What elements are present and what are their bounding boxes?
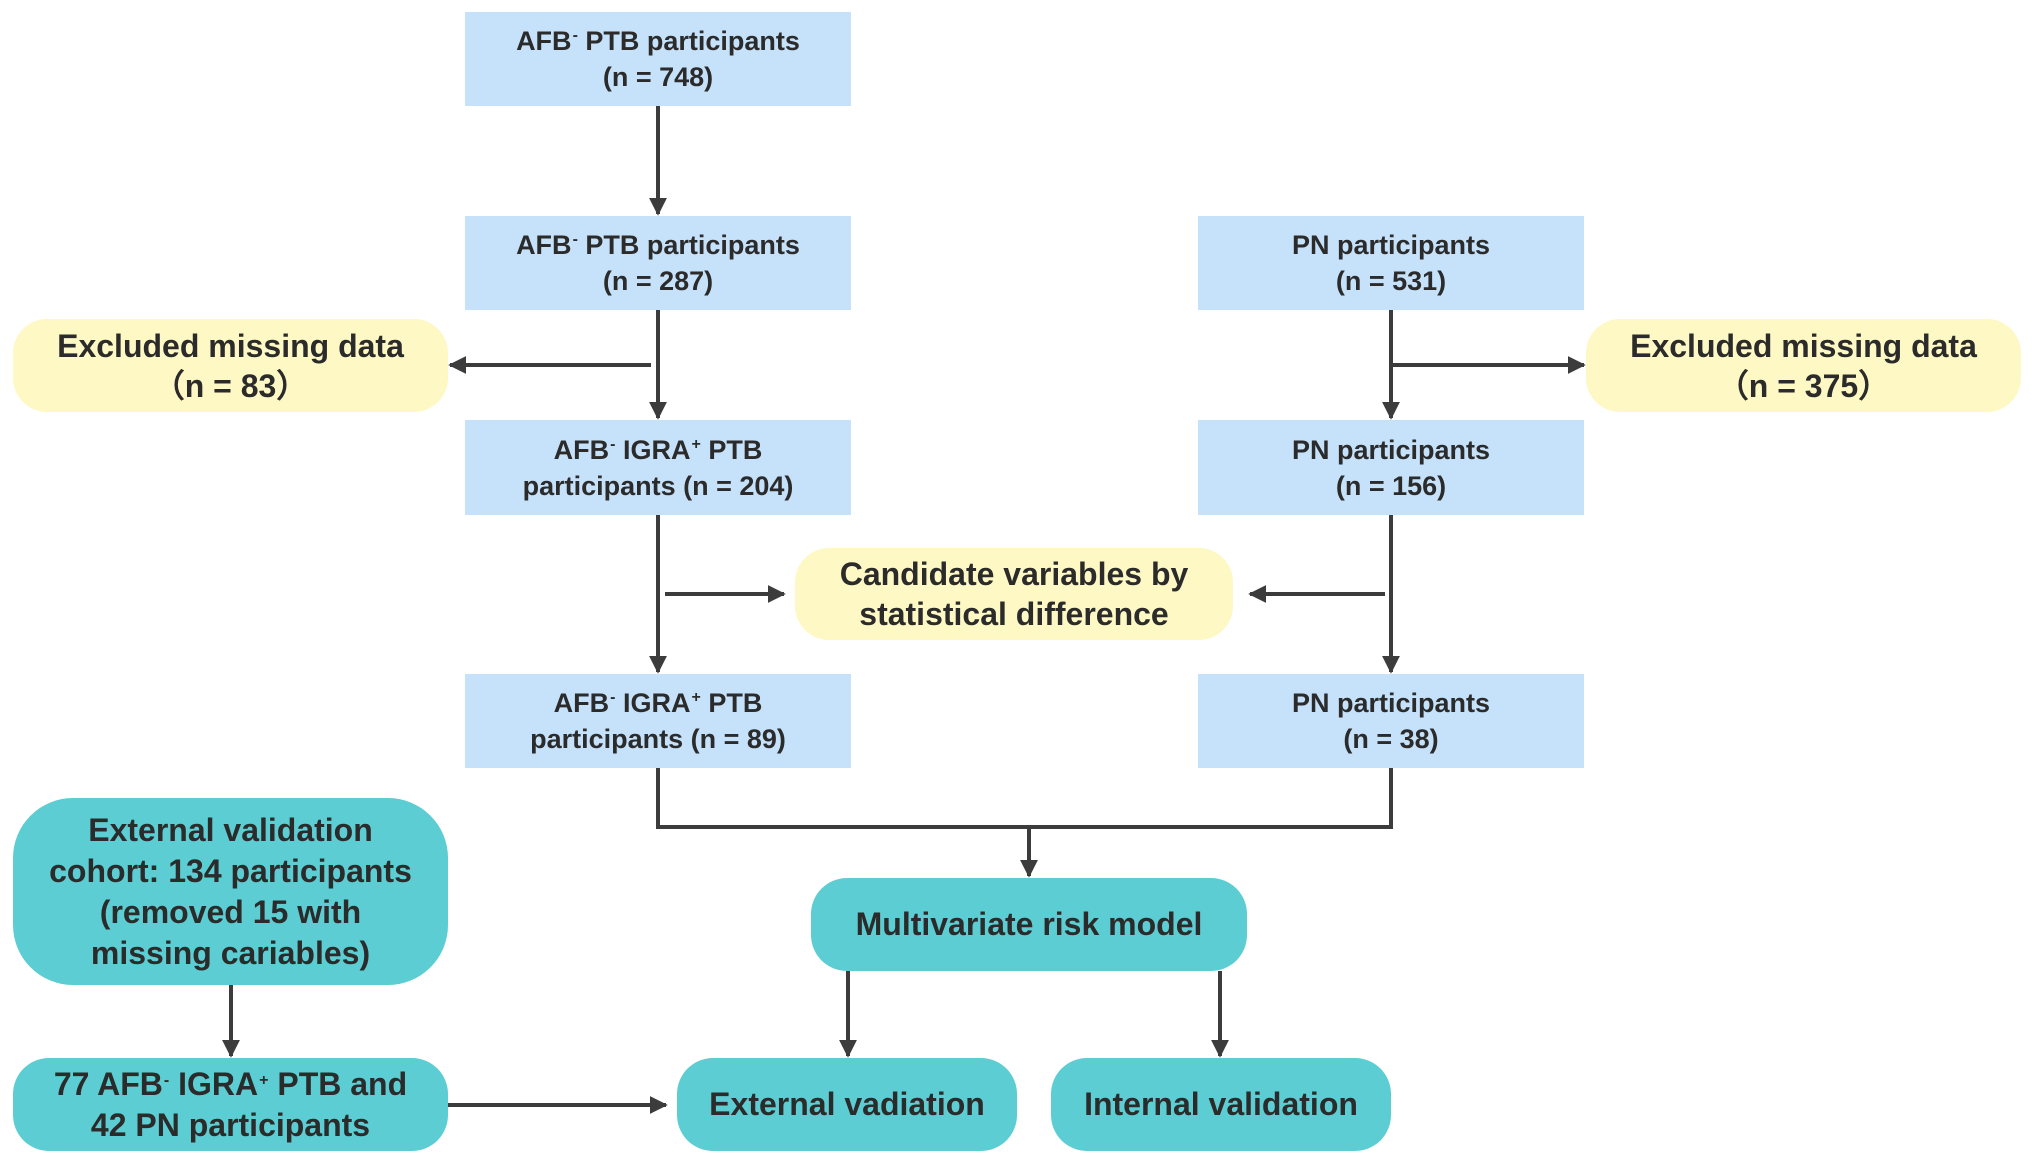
ptb-748-count: (n = 748) [602, 62, 714, 92]
excluded-right-box: Excluded missing data （n = 375） [1586, 319, 2021, 412]
external-participants-box: 77 AFB- IGRA+ PTB and 42 PN participants [13, 1058, 448, 1151]
pn-participants-156-box: PN participants (n = 156) [1198, 420, 1584, 515]
external-validation-label: External vadiation [709, 1086, 985, 1122]
ptb-287-label: AFB- PTB participants [516, 230, 800, 260]
external-cohort-line3: (removed 15 with [99, 893, 362, 930]
multivariate-risk-model-label: Multivariate risk model [855, 906, 1203, 942]
connector-merge [656, 768, 1393, 829]
excluded-left-count: （n = 83） [152, 367, 309, 404]
ptb-igra-participants-204-box: AFB- IGRA+ PTB participants (n = 204) [465, 420, 851, 515]
ptb-204-label: AFB- IGRA+ PTB [553, 434, 763, 465]
ptb-participants-748-box: AFB- PTB participants (n = 748) [465, 12, 851, 106]
pn-156-label: PN participants [1291, 434, 1491, 465]
external-cohort-line1: External validation [88, 811, 373, 848]
ptb-igra-participants-89-box: AFB- IGRA+ PTB participants (n = 89) [465, 674, 851, 768]
external-cohort-line4: missing cariables) [90, 934, 371, 971]
ptb-participants-287-box: AFB- PTB participants (n = 287) [465, 216, 851, 310]
excluded-right-count: （n = 375） [1716, 367, 1891, 404]
excluded-left-label: Excluded missing data [57, 327, 404, 364]
external-cohort-line2: cohort: 134 participants [49, 852, 412, 889]
excluded-right-label: Excluded missing data [1630, 327, 1977, 364]
pn-531-count: (n = 531) [1335, 266, 1447, 296]
external-validation-box: External vadiation [677, 1058, 1017, 1151]
external-participants-line1: 77 AFB- IGRA+ PTB and [53, 1065, 408, 1102]
internal-validation-label: Internal validation [1084, 1086, 1358, 1122]
pn-38-count: (n = 38) [1343, 724, 1439, 754]
pn-531-label: PN participants [1291, 230, 1491, 260]
candidate-variables-line1: Candidate variables by [839, 556, 1189, 592]
candidate-variables-box: Candidate variables by statistical diffe… [795, 548, 1233, 640]
internal-validation-box: Internal validation [1051, 1058, 1391, 1151]
pn-156-count: (n = 156) [1335, 470, 1447, 501]
external-participants-line2: 42 PN participants [90, 1106, 371, 1143]
excluded-left-box: Excluded missing data （n = 83） [13, 319, 448, 412]
ptb-748-label: AFB- PTB participants [516, 26, 800, 56]
ptb-89-count: participants (n = 89) [530, 724, 786, 754]
ptb-89-label: AFB- IGRA+ PTB [553, 688, 763, 718]
external-validation-cohort-box: External validation cohort: 134 particip… [13, 798, 448, 985]
pn-participants-38-box: PN participants (n = 38) [1198, 674, 1584, 768]
multivariate-risk-model-box: Multivariate risk model [811, 878, 1247, 971]
ptb-287-count: (n = 287) [602, 266, 714, 296]
candidate-variables-line2: statistical difference [859, 596, 1169, 632]
pn-38-label: PN participants [1291, 688, 1491, 718]
ptb-204-count: participants (n = 204) [522, 470, 794, 501]
pn-participants-531-box: PN participants (n = 531) [1198, 216, 1584, 310]
